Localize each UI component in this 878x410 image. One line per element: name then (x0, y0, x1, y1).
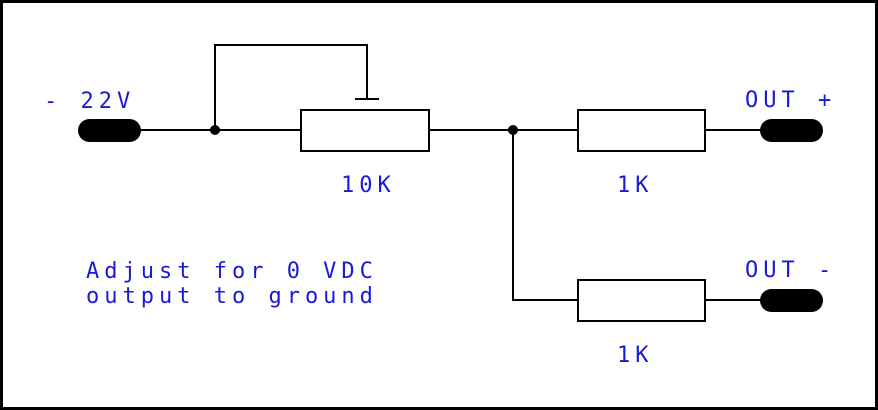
pot-value-label: 10K (341, 173, 396, 198)
r2-value-label: 1K (617, 343, 654, 368)
junction-dot-center (508, 125, 518, 135)
out-plus-label: OUT + (745, 88, 836, 113)
resistor-bottom-body (577, 279, 706, 322)
r1-value-label: 1K (617, 173, 654, 198)
out-minus-label: OUT - (745, 258, 836, 283)
potentiometer-body (300, 109, 430, 152)
wire-wiper-loop (214, 44, 368, 130)
out-minus-terminal-icon (760, 289, 823, 312)
wires (140, 44, 765, 301)
supply-label: - 22V (44, 89, 135, 114)
junction-dot-left (210, 125, 220, 135)
resistor-top-body (577, 109, 706, 152)
wire-branch-to-r2 (512, 130, 578, 301)
out-plus-terminal-icon (760, 119, 823, 142)
supply-terminal-icon (78, 119, 141, 142)
note-line-2: output to ground (86, 284, 378, 309)
note-line-1: Adjust for 0 VDC (86, 259, 378, 284)
